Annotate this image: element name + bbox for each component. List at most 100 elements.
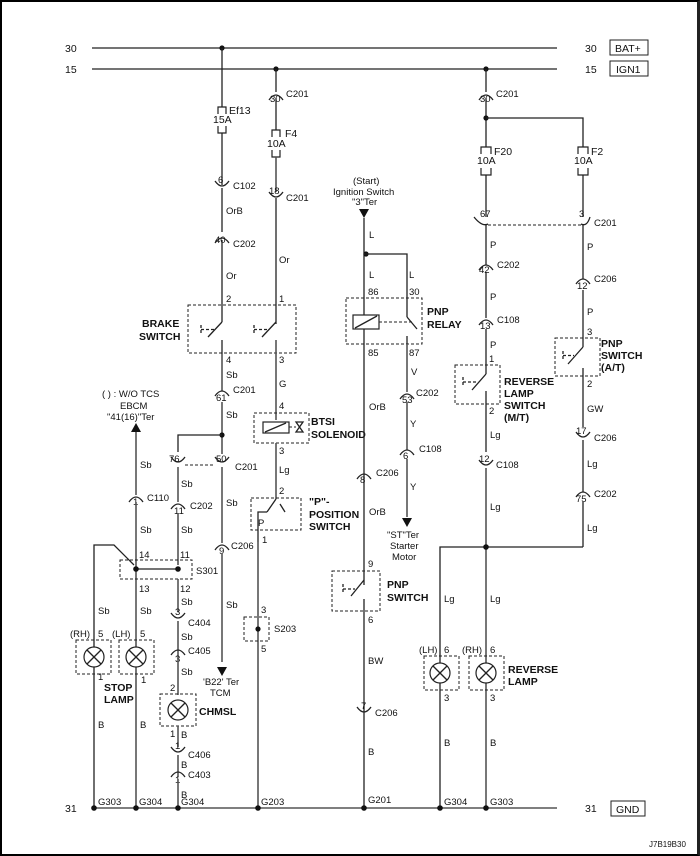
- svg-text:C403: C403: [188, 770, 211, 781]
- connector-c206-9: 9 C206: [214, 541, 254, 557]
- svg-text:C201: C201: [496, 89, 519, 100]
- svg-text:87: 87: [409, 348, 420, 359]
- connector-c206-7: 7 C206: [356, 701, 398, 719]
- pnp-relay: 86 30 PNP RELAY 85 87: [345, 287, 462, 359]
- svg-text:6: 6: [403, 451, 408, 462]
- wire-color: Sb: [181, 597, 193, 608]
- gnd-rail-num-left: 31: [65, 803, 77, 815]
- svg-text:30: 30: [270, 94, 281, 105]
- wire-color: Sb: [226, 600, 238, 611]
- ground-label: G203: [261, 797, 284, 808]
- fuse-f2: F2 10A: [574, 146, 603, 176]
- svg-text:C405: C405: [188, 646, 211, 657]
- svg-text:3: 3: [587, 327, 592, 338]
- wire-color: Sb: [140, 460, 152, 471]
- gnd-rail-num-right: 31: [585, 803, 597, 815]
- wire-color: Lg: [490, 594, 501, 605]
- wire-color: Sb: [226, 370, 238, 381]
- svg-text:(LH): (LH): [112, 629, 130, 640]
- svg-text:F2: F2: [591, 146, 603, 158]
- wire-color: B: [140, 720, 146, 731]
- svg-text:15A: 15A: [213, 114, 232, 126]
- svg-text:3: 3: [261, 605, 266, 616]
- connector-c201-61: 61 C201: [214, 385, 256, 404]
- svg-text:SOLENOID: SOLENOID: [311, 429, 366, 441]
- connector-c206-12: 12 C206: [575, 274, 617, 292]
- wire-color: B: [98, 720, 104, 731]
- wire-color: Sb: [181, 525, 193, 536]
- pnp-switch: 9 PNP SWITCH 6: [331, 559, 428, 626]
- reverse-lamp-label: REVERSE: [508, 664, 558, 676]
- svg-text:2: 2: [170, 683, 175, 694]
- connector-c202-11: 11 C202: [170, 501, 213, 517]
- wire-color: Or: [226, 271, 237, 282]
- arrow-down-icon: [217, 667, 227, 676]
- stop-lamp-label: STOP: [104, 682, 132, 694]
- gnd-rail-tag-box: [610, 800, 646, 817]
- gnd-rail: 31 31 GND: [65, 800, 646, 817]
- svg-text:7: 7: [361, 701, 366, 712]
- ground-label: G304: [181, 797, 204, 808]
- tcm-label-2: TCM: [210, 688, 231, 699]
- connector-c406: 1 C406: [170, 741, 211, 761]
- svg-text:6: 6: [218, 175, 223, 186]
- wire-color: Y: [410, 419, 417, 430]
- wire-color: BW: [368, 656, 383, 667]
- svg-text:"P"-: "P"-: [309, 496, 330, 508]
- svg-text:BRAKE: BRAKE: [142, 318, 179, 330]
- svg-text:POSITION: POSITION: [309, 509, 359, 521]
- svg-text:C206: C206: [375, 708, 398, 719]
- svg-text:C201: C201: [286, 193, 309, 204]
- svg-text:12: 12: [577, 281, 588, 292]
- wire-color: Lg: [587, 523, 598, 534]
- connector-c108-6: 6 C108: [399, 444, 442, 462]
- svg-text:C201: C201: [233, 385, 256, 396]
- ign-switch-label: (Start): [353, 176, 379, 187]
- svg-text:12: 12: [479, 454, 490, 465]
- svg-text:2: 2: [587, 379, 592, 390]
- wire-color: B: [181, 790, 187, 801]
- svg-text:1: 1: [98, 672, 103, 683]
- wire-color: Lg: [279, 465, 290, 476]
- svg-text:PNP: PNP: [601, 338, 623, 350]
- wire-color: Lg: [490, 502, 501, 513]
- wire-color: Sb: [226, 410, 238, 421]
- svg-text:S203: S203: [274, 624, 296, 635]
- wire-color: B: [181, 730, 187, 741]
- svg-text:3: 3: [279, 446, 284, 457]
- figure-code: J7B19B30: [649, 840, 686, 849]
- wire-color: L: [369, 230, 374, 241]
- svg-text:17: 17: [576, 426, 587, 437]
- arrow-up-icon: [131, 423, 141, 432]
- svg-text:SWITCH: SWITCH: [504, 400, 545, 412]
- svg-text:C102: C102: [233, 181, 256, 192]
- starter-label-2: Starter: [390, 541, 419, 552]
- svg-text:30: 30: [409, 287, 420, 298]
- svg-text:9: 9: [219, 546, 224, 557]
- ground-label: G304: [139, 797, 162, 808]
- connector-c206-17: 17 C206: [575, 426, 617, 444]
- wire-color: Lg: [490, 430, 501, 441]
- svg-text:S301: S301: [196, 566, 218, 577]
- svg-text:C406: C406: [188, 750, 211, 761]
- svg-text:8: 8: [360, 475, 365, 486]
- svg-text:1: 1: [141, 675, 146, 686]
- starter-label-3: Motor: [392, 552, 416, 563]
- svg-text:C202: C202: [233, 239, 256, 250]
- svg-text:C206: C206: [376, 468, 399, 479]
- svg-text:67: 67: [480, 209, 491, 220]
- ground-points: G303 G304 G304 G203 G201 G304 G303: [91, 795, 513, 811]
- wire-color: OrB: [369, 507, 386, 518]
- connector-c201-30-b: 30 C201: [478, 89, 519, 105]
- ign-rail-label: IGN1: [616, 64, 641, 76]
- svg-text:5: 5: [98, 629, 103, 640]
- svg-text:2: 2: [226, 294, 231, 305]
- wire-color: P: [587, 242, 593, 253]
- svg-text:1: 1: [175, 741, 180, 752]
- connector-c405: 3 C405: [170, 646, 211, 665]
- stop-lamp-rh: (RH) 5 1: [70, 629, 112, 683]
- svg-text:3: 3: [175, 607, 180, 618]
- svg-text:Ef13: Ef13: [229, 105, 251, 117]
- chmsl-lamp: 2 CHMSL 1: [159, 683, 237, 740]
